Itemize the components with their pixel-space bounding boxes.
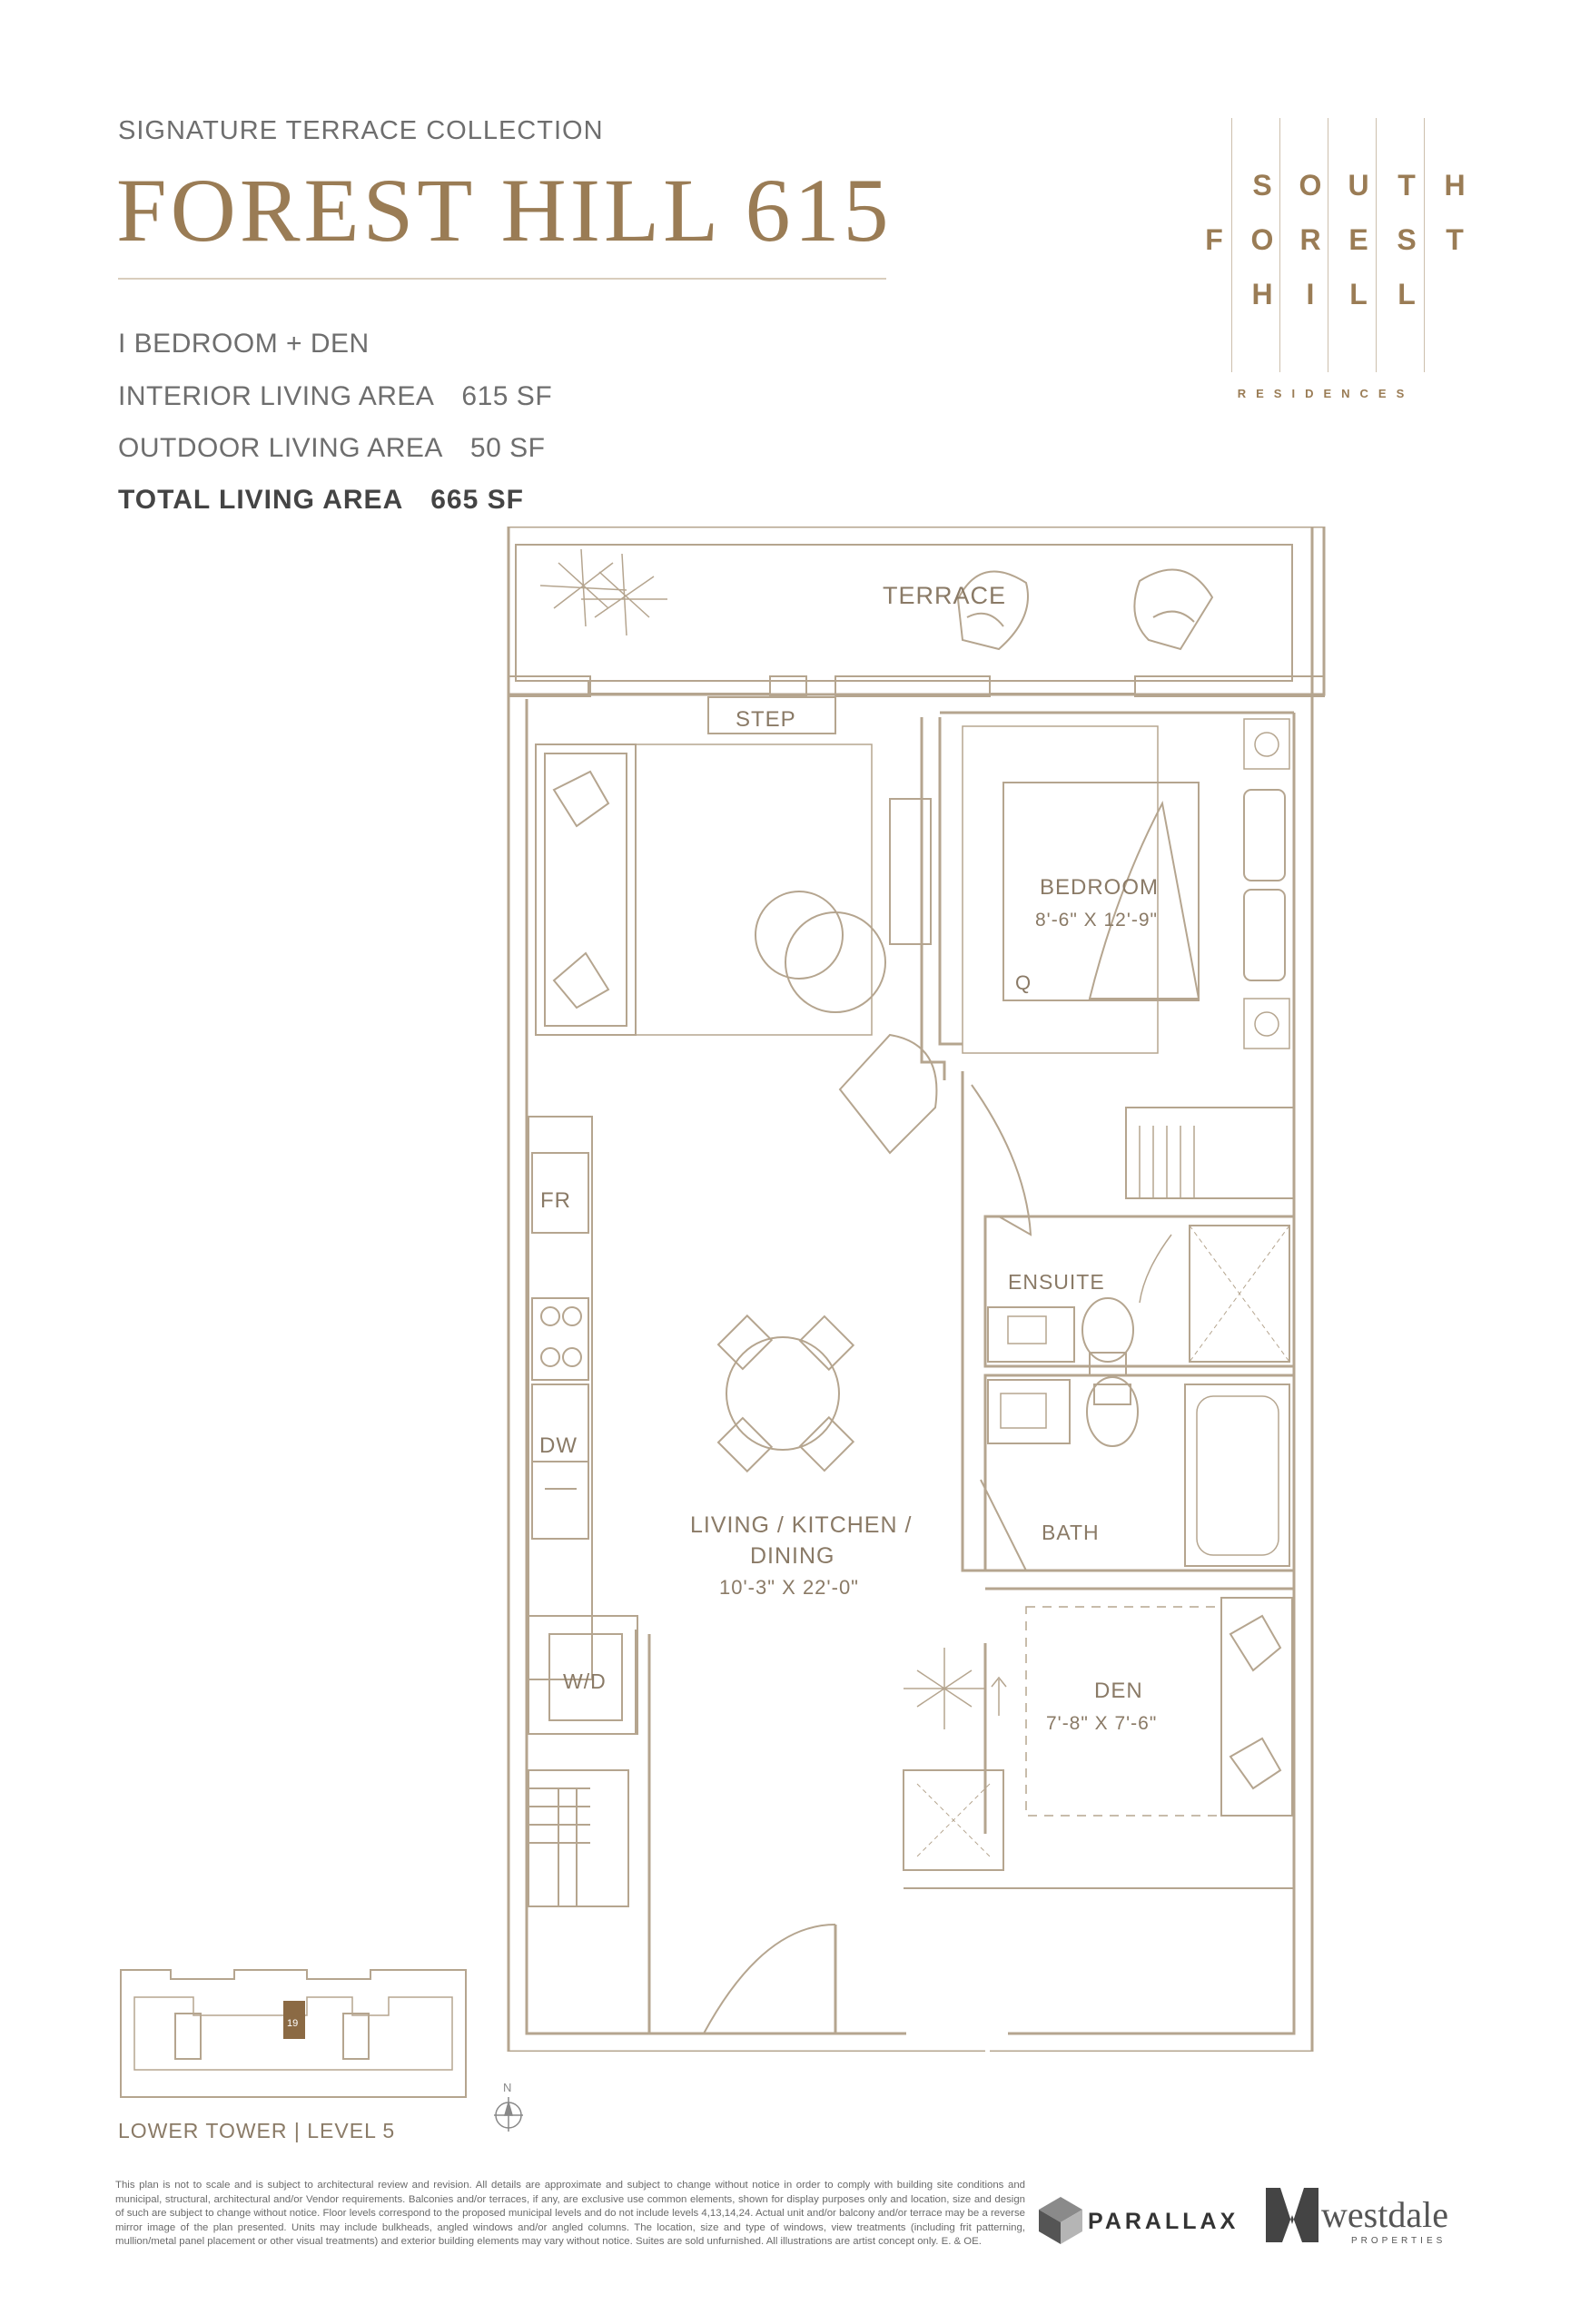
- den-label: DEN: [1094, 1679, 1143, 1703]
- parallax-brand: PARALLAX: [1088, 2209, 1239, 2234]
- logo-letter: I: [1306, 278, 1315, 310]
- key-plan-label: LOWER TOWER | LEVEL 5: [118, 2119, 396, 2142]
- spec-total-area: TOTAL LIVING AREA 665 SF: [118, 485, 524, 516]
- collection-label: SIGNATURE TERRACE COLLECTION: [118, 116, 604, 145]
- westdale-logo-icon: [1266, 2188, 1318, 2242]
- step-marker: [707, 696, 836, 734]
- floor-plan: TERRACE STEP: [507, 527, 1326, 2052]
- logo-letter: L: [1397, 278, 1416, 310]
- step-label: STEP: [736, 707, 796, 732]
- bedroom-label: BEDROOM: [1040, 875, 1159, 900]
- sofa-icon: [535, 743, 637, 1036]
- logo-rule: [1231, 118, 1232, 372]
- laundry-closet: [528, 1615, 638, 1735]
- logo-letter: E: [1348, 223, 1368, 256]
- bedroom-closet: [1125, 1107, 1295, 1199]
- terrace-area: TERRACE: [507, 527, 1326, 696]
- logo-letter: T: [1397, 169, 1416, 202]
- logo-letter: F: [1205, 223, 1223, 256]
- washer-dryer-label: W/D: [563, 1669, 607, 1693]
- south-forest-hill-logo: S O U T H F O R E S T H I L L RESIDENCES: [1199, 118, 1466, 409]
- logo-letter: O: [1250, 223, 1274, 256]
- terrace-chair-icon: [1133, 568, 1214, 651]
- entry-door-swing: [703, 1924, 836, 2034]
- westdale-sub-brand: PROPERTIES: [1351, 2236, 1447, 2246]
- logo-subtitle: RESIDENCES: [1237, 387, 1415, 400]
- dishwasher-label: DW: [539, 1433, 578, 1458]
- logo-letter: H: [1251, 278, 1273, 310]
- spec-interior-label: INTERIOR LIVING AREA: [118, 381, 435, 411]
- legal-disclaimer: This plan is not to scale and is subject…: [115, 2180, 1025, 2248]
- logo-rule: [1376, 118, 1377, 372]
- north-label: N: [503, 2081, 511, 2094]
- ensuite-label: ENSUITE: [1008, 1270, 1105, 1294]
- living-label-line1: LIVING / KITCHEN /: [690, 1512, 912, 1538]
- nightstand-icon: [1243, 718, 1290, 1049]
- bed-icon: [1002, 782, 1286, 1001]
- partition-wall: [938, 717, 963, 1046]
- unit-highlight: [283, 2001, 305, 2039]
- logo-letter: R: [1299, 223, 1321, 256]
- logo-letter: S: [1252, 169, 1272, 202]
- window-wall: [508, 675, 1325, 697]
- bedroom: Q BEDROOM 8'-6" X 12'-9": [962, 713, 1296, 1199]
- terrace-chair-icon: [956, 570, 1029, 651]
- area-rug: [635, 743, 873, 1036]
- den: [903, 1587, 1294, 1889]
- partition-wall: [961, 1071, 985, 1572]
- logo-letter: U: [1348, 169, 1369, 202]
- fridge-label: FR: [540, 1188, 571, 1213]
- living-dimensions: 10'-3" X 22'-0": [719, 1576, 859, 1599]
- spec-bedrooms-label: I BEDROOM + DEN: [118, 329, 370, 359]
- logo-letter: H: [1444, 169, 1466, 202]
- north-compass-icon: N: [494, 2081, 523, 2132]
- logo-rule: [1424, 118, 1425, 372]
- armchair-icon: [838, 1033, 938, 1155]
- spec-bedrooms: I BEDROOM + DEN: [118, 329, 370, 359]
- key-plan: 19: [120, 1969, 467, 2098]
- bed-size-mark: Q: [1015, 971, 1032, 994]
- ensuite: [983, 1215, 1296, 1376]
- planter-icon: [539, 548, 667, 636]
- dining-table-icon: [716, 1314, 855, 1473]
- logo-letter: T: [1446, 223, 1464, 256]
- den-dimensions: 7'-8" X 7'-6": [1046, 1713, 1157, 1734]
- bath-label: BATH: [1042, 1521, 1100, 1544]
- terrace-label: TERRACE: [883, 582, 1006, 609]
- bedroom-dimensions: 8'-6" X 12'-9": [1035, 910, 1158, 931]
- entry-closet: [528, 1769, 629, 1907]
- parallax-logo-icon: [1039, 2197, 1082, 2244]
- living-label-line2: DINING: [750, 1543, 835, 1569]
- bathroom: [980, 1374, 1296, 1572]
- partition-wall: [920, 717, 946, 1080]
- key-plan-unit-number: 19: [287, 2018, 298, 2029]
- tv-console-icon: [889, 798, 932, 945]
- logo-letter: O: [1299, 169, 1322, 202]
- coffee-table-icon: [785, 911, 886, 1013]
- title-divider: [118, 278, 886, 280]
- spec-outdoor-value: 50 SF: [469, 433, 546, 463]
- logo-letter: L: [1349, 278, 1368, 310]
- spec-outdoor-label: OUTDOOR LIVING AREA: [118, 433, 443, 463]
- unit-title: FOREST HILL 615: [116, 160, 893, 261]
- kitchen-counter: [528, 1116, 593, 1680]
- spec-total-label: TOTAL LIVING AREA: [118, 485, 404, 515]
- logo-rule: [1279, 118, 1280, 372]
- logo-letter: S: [1397, 223, 1417, 256]
- bedroom-door-swing: [971, 1084, 1032, 1236]
- spec-outdoor-area: OUTDOOR LIVING AREA 50 SF: [118, 433, 545, 464]
- planter-icon: [904, 1648, 985, 1729]
- spec-total-value: 665 SF: [430, 485, 524, 515]
- spec-interior-value: 615 SF: [461, 381, 553, 411]
- coffee-table-icon: [755, 891, 844, 980]
- westdale-brand: westdale: [1321, 2194, 1448, 2235]
- spec-interior-area: INTERIOR LIVING AREA 615 SF: [118, 381, 552, 412]
